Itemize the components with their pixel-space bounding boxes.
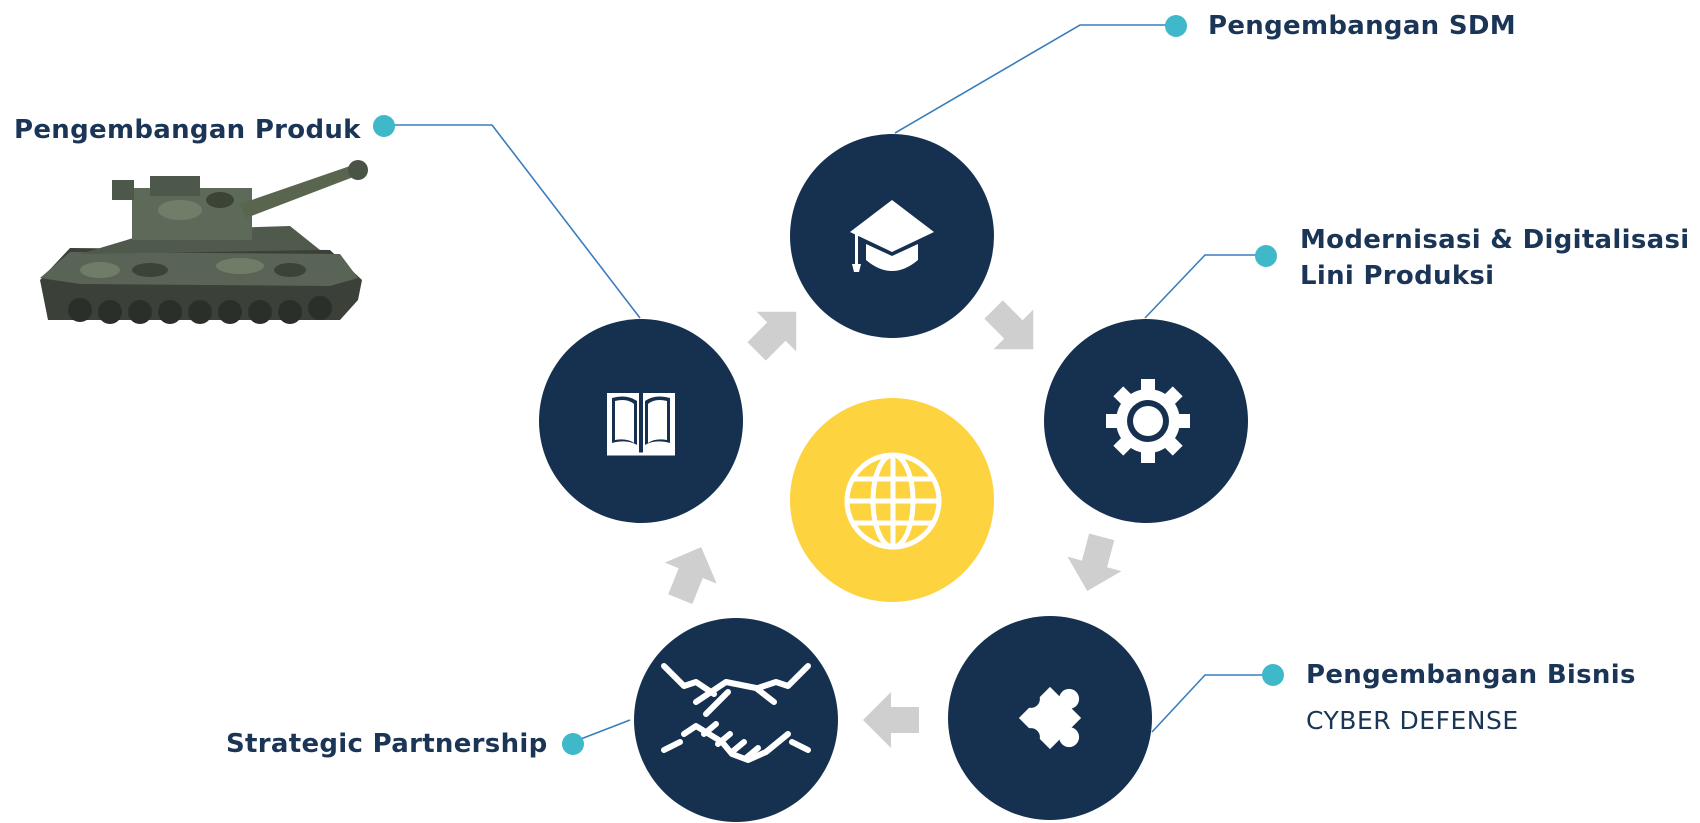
- connector-lines: [383, 24, 1272, 743]
- arrow-bottom-left-to-left: [664, 547, 717, 604]
- globe-icon: [844, 452, 942, 550]
- label-cyber-defense: CYBER DEFENSE: [1306, 706, 1519, 735]
- label-pengembangan-bisnis: Pengembangan Bisnis: [1306, 657, 1636, 693]
- gear-icon: [1106, 379, 1190, 463]
- node-left-circle: [539, 319, 743, 523]
- graduation-cap-icon: [850, 200, 934, 272]
- teal-dots: [373, 15, 1284, 755]
- label-pengembangan-produk: Pengembangan Produk: [14, 112, 361, 148]
- open-book-icon: [607, 393, 675, 456]
- connector-sdm: [894, 24, 1175, 134]
- dot-partnership: [562, 733, 584, 755]
- arrow-bottom-right-to-bottom-left: [863, 692, 919, 748]
- label-modernisasi-line2: Lini Produksi: [1300, 261, 1495, 291]
- connector-modernisasi: [1144, 254, 1265, 319]
- label-bisnis-text: Pengembangan Bisnis: [1306, 660, 1636, 690]
- label-modernisasi-line1: Modernisasi & Digitalisasi: [1300, 225, 1690, 255]
- label-modernisasi: Modernisasi & Digitalisasi Lini Produksi: [1300, 222, 1689, 294]
- connector-produk: [383, 124, 641, 319]
- dot-bisnis: [1262, 664, 1284, 686]
- label-sdm-text: Pengembangan SDM: [1208, 11, 1516, 41]
- arrow-right-to-bottom: [1067, 533, 1122, 591]
- label-pengembangan-sdm: Pengembangan SDM: [1208, 8, 1516, 44]
- arrow-top-to-right: [984, 300, 1034, 350]
- dot-produk: [373, 115, 395, 137]
- node-bottom-left-circle: [634, 618, 838, 822]
- label-produk-text: Pengembangan Produk: [14, 115, 361, 145]
- tank-image: [40, 160, 368, 324]
- connector-bisnis: [1151, 674, 1272, 733]
- connector-partnership: [572, 719, 631, 743]
- arrow-left-to-top: [747, 311, 797, 361]
- dot-sdm: [1165, 15, 1187, 37]
- dot-modernisasi: [1255, 245, 1277, 267]
- flow-arrows: [664, 300, 1122, 748]
- label-partnership-text: Strategic Partnership: [226, 729, 548, 759]
- handshake-icon: [661, 663, 811, 763]
- puzzle-piece-icon: [1018, 686, 1082, 750]
- label-strategic-partnership: Strategic Partnership: [226, 726, 548, 762]
